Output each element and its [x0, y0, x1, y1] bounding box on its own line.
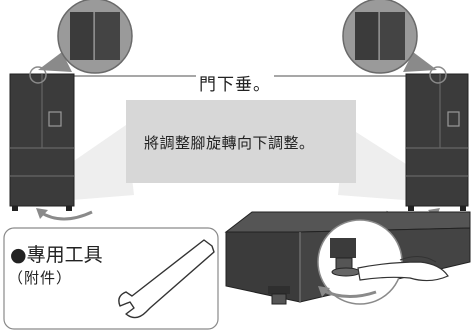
- refrigerator-icon: [405, 66, 469, 211]
- door-sag-label: 門下垂。: [196, 70, 274, 95]
- wrench-icon: [118, 239, 215, 319]
- rotate-arrow-icon: [318, 286, 377, 298]
- tool-subtitle: （附件）: [8, 269, 73, 287]
- tool-title: ●專用工具: [10, 244, 103, 266]
- instruction-callout: [126, 100, 356, 183]
- magnifier-icon: [342, 0, 437, 74]
- instruction-text: 將調整腳旋轉向下調整。: [144, 134, 315, 152]
- rotate-arrow-icon: [36, 208, 93, 221]
- refrigerator-icon: [9, 66, 75, 211]
- foot-closeup: [224, 211, 471, 305]
- tool-box: [3, 227, 219, 330]
- magnifier-icon: [38, 0, 133, 74]
